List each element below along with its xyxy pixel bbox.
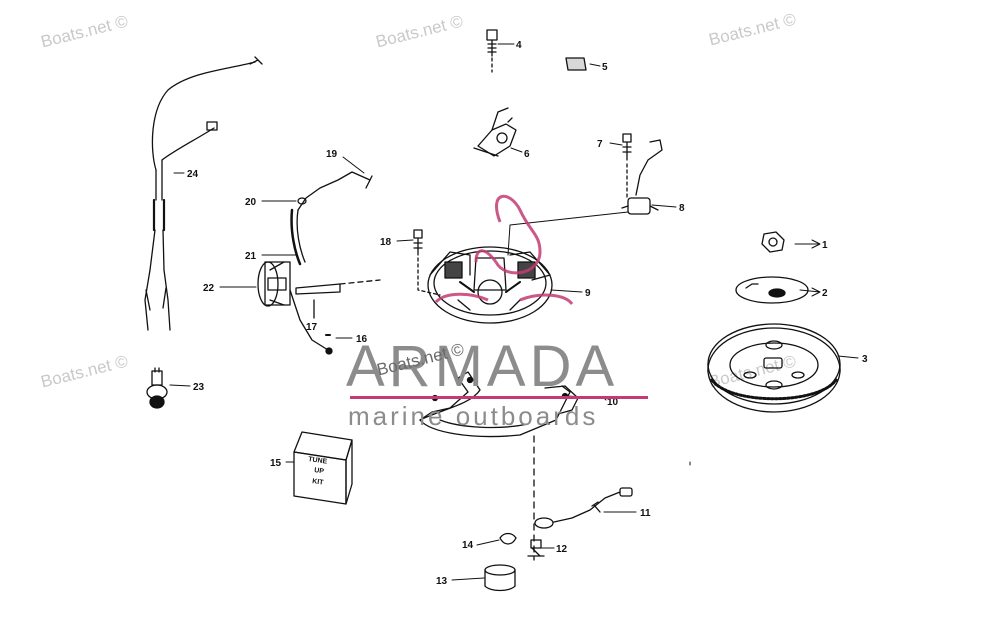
callout-1: 1 — [822, 240, 828, 251]
brand-subtitle-watermark: marine outboards — [348, 401, 599, 431]
part-8-condenser — [507, 139, 663, 256]
kit-label-line-2: UP — [314, 467, 325, 475]
part-18-screw — [413, 229, 441, 296]
callout-14: 14 — [462, 540, 474, 551]
leader-lines — [169, 43, 859, 581]
callout-12: 12 — [556, 544, 568, 555]
callout-7: 7 — [597, 139, 603, 150]
parts-19-22-coil-assembly — [257, 171, 381, 355]
part-5-pad — [565, 57, 587, 71]
part-13-bushing — [484, 564, 516, 592]
callout-19: 19 — [326, 149, 338, 160]
callout-23: 23 — [193, 382, 205, 393]
kit-label-line-1: TUNE — [308, 456, 328, 466]
part-23-temp-sensor — [146, 367, 168, 409]
callout-20: 20 — [245, 197, 257, 208]
callout-16: 16 — [356, 334, 368, 345]
part-6-point-set — [473, 107, 517, 157]
callout-22: 22 — [203, 283, 215, 294]
part-15-tune-up-kit — [293, 431, 353, 505]
part-9-armature-plate — [427, 246, 553, 324]
callout-6: 6 — [524, 149, 530, 160]
brand-watermark: ARMADA — [346, 334, 619, 399]
part-7-screw — [622, 133, 632, 199]
callout-11: 11 — [640, 508, 651, 519]
part-24-wire-harness — [144, 56, 263, 331]
callout-8: 8 — [679, 203, 685, 214]
callout-2: 2 — [822, 288, 828, 299]
brand-swirl — [434, 194, 574, 306]
callout-13: 13 — [436, 576, 448, 587]
part-11-ground-lead — [534, 487, 633, 529]
callout-15: 15 — [270, 458, 282, 469]
callout-3: 3 — [862, 354, 868, 365]
callout-4: 4 — [516, 40, 522, 51]
part-14-woodruff-key — [499, 532, 517, 545]
part-12-screw — [527, 539, 545, 557]
callout-17: 17 — [306, 322, 318, 333]
part-3-flywheel — [707, 323, 841, 413]
callout-10: 10 — [607, 397, 619, 408]
brand-underline — [350, 396, 648, 399]
kit-label-line-3: KIT — [312, 478, 325, 487]
callout-9: 9 — [585, 288, 591, 299]
callout-24: 24 — [187, 169, 199, 180]
callout-5: 5 — [602, 62, 608, 73]
part-1-nut — [761, 231, 785, 253]
part-4-screw — [486, 29, 498, 73]
callout-21: 21 — [245, 251, 257, 262]
part-2-washer — [735, 276, 809, 304]
callout-18: 18 — [380, 237, 392, 248]
